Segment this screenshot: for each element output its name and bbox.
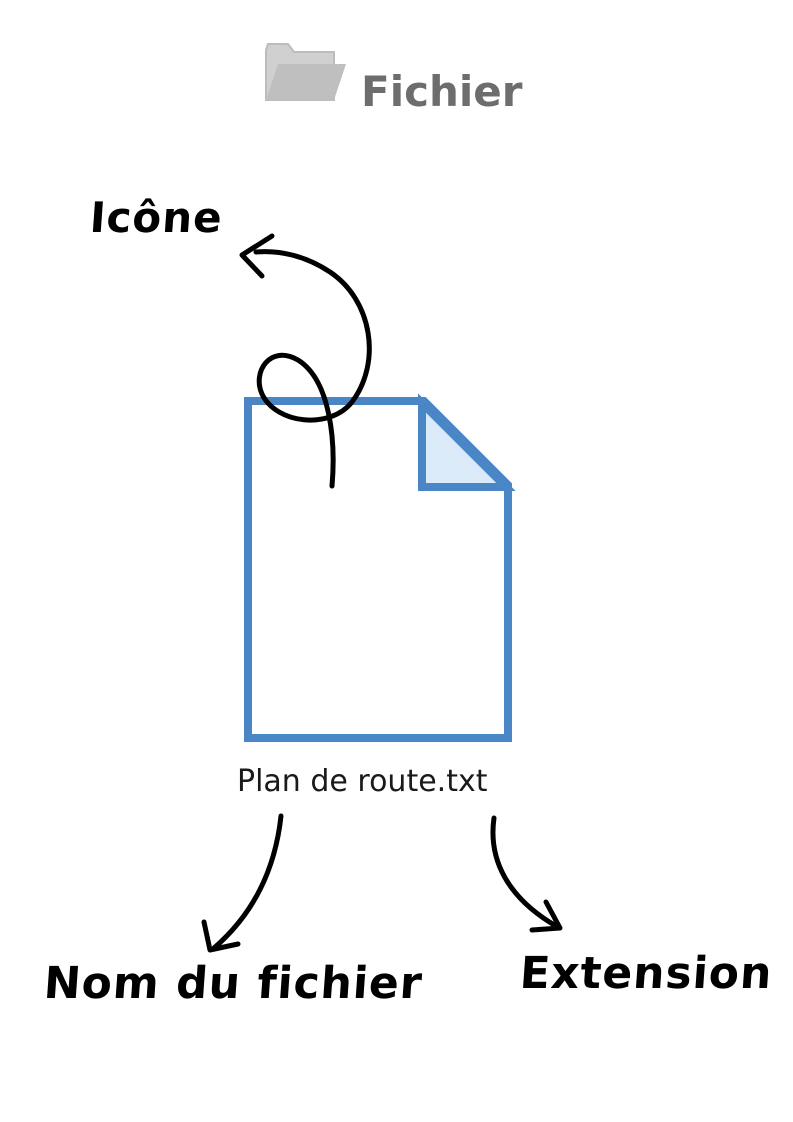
arrow-to-icon-label: [239, 233, 372, 489]
page-title: Fichier: [361, 67, 523, 116]
file-document-icon: [244, 393, 516, 742]
header: Fichier: [264, 40, 534, 113]
folder-icon: [265, 43, 346, 101]
file-name-text: Plan de route.txt: [237, 764, 488, 799]
extension-label: Extension: [518, 948, 775, 999]
filename-label: Nom du fichier: [42, 958, 425, 1009]
arrow-to-filename-label: [201, 813, 284, 953]
arrow-to-extension-label: [490, 815, 563, 933]
icon-label: Icône: [88, 193, 225, 242]
